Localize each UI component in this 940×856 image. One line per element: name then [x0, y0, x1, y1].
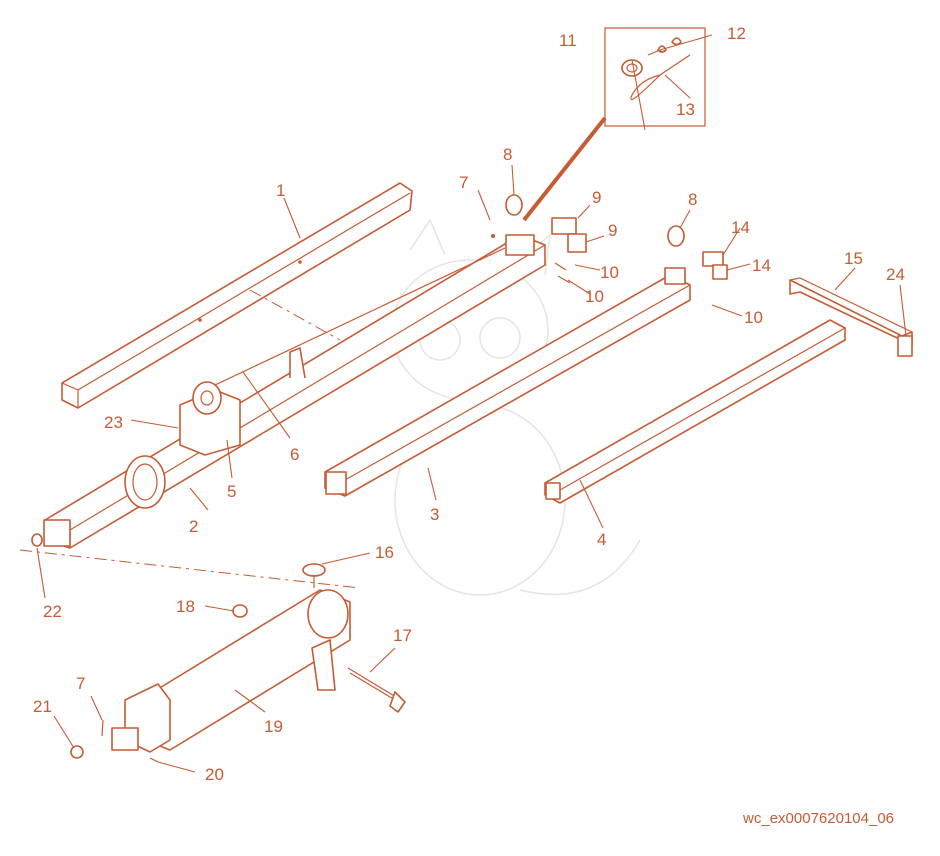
outer-tube-part-2: [43, 234, 546, 549]
callout-10: 10: [585, 287, 604, 306]
callout-8: 8: [503, 145, 512, 164]
callout-24: 24: [886, 265, 905, 284]
callout-13: 13: [676, 100, 695, 119]
callout-labels: 1 2 3 4 5 6 7 7 8 8 9 9 10 10 10 11 12 1…: [33, 24, 905, 784]
callout-23: 23: [104, 413, 123, 432]
callout-21: 21: [33, 697, 52, 716]
callout-2: 2: [189, 517, 198, 536]
callout-15: 15: [844, 249, 863, 268]
callout-19: 19: [264, 717, 283, 736]
detail-inset-box: [522, 27, 706, 222]
callout-10: 10: [600, 263, 619, 282]
cylinder-part-19: [111, 563, 351, 753]
callout-20: 20: [205, 765, 224, 784]
callout-1: 1: [276, 181, 285, 200]
inner-tube-part-4: [544, 319, 846, 504]
callout-6: 6: [290, 445, 299, 464]
small-hardware: [31, 533, 248, 763]
image-reference-code: wc_ex0007620104_06: [743, 810, 894, 827]
t-crossbar-part-15: [789, 277, 913, 357]
callout-7: 7: [459, 173, 468, 192]
pulley-bracket: [179, 381, 241, 456]
callout-10: 10: [744, 308, 763, 327]
callout-17: 17: [393, 626, 412, 645]
callout-14: 14: [731, 218, 750, 237]
bolt-part-17: [347, 667, 406, 713]
leader-lines: [36, 34, 907, 773]
callout-9: 9: [592, 188, 601, 207]
channel-part-1: [61, 182, 413, 409]
callout-9: 9: [608, 221, 617, 240]
middle-tube-part-3: [324, 225, 728, 497]
callout-8: 8: [688, 190, 697, 209]
callout-22: 22: [43, 602, 62, 621]
strap-part-6: [214, 247, 506, 386]
callout-11: 11: [559, 31, 577, 50]
callout-16: 16: [375, 543, 394, 562]
callout-18: 18: [176, 597, 195, 616]
callout-14: 14: [752, 256, 771, 275]
centerlines: [19, 289, 361, 589]
callout-7: 7: [76, 674, 85, 693]
callout-3: 3: [430, 505, 439, 524]
callout-12: 12: [727, 24, 746, 43]
callout-5: 5: [227, 482, 236, 501]
callout-4: 4: [597, 530, 606, 549]
mount-plate: [491, 194, 587, 284]
